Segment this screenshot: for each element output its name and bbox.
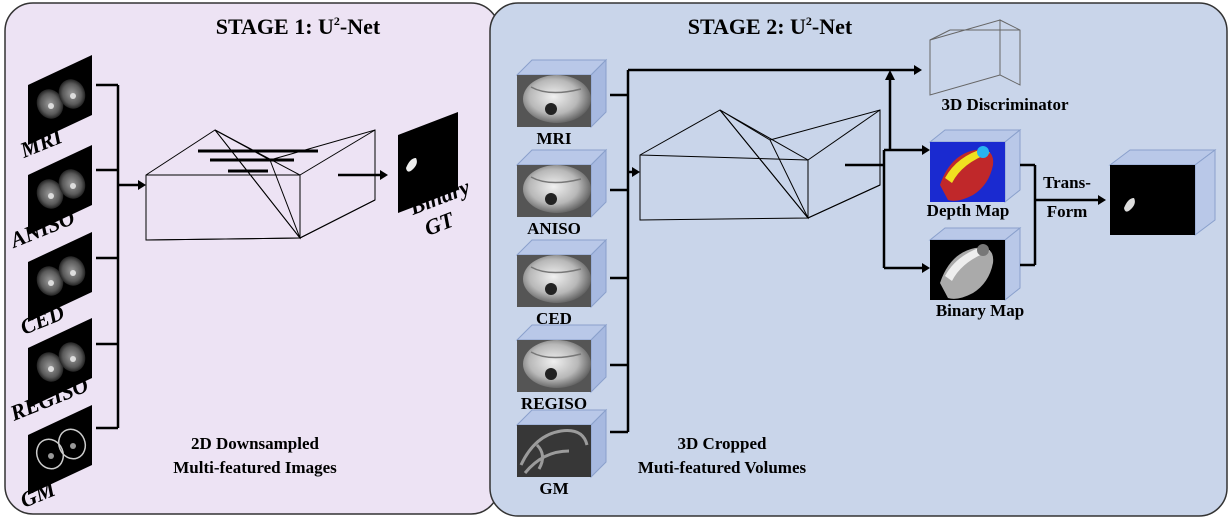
stage2-depth-map-cube xyxy=(928,128,1022,204)
stage2-transform-label-1: Trans- xyxy=(1043,173,1091,192)
stage2-input-label-aniso: ANISO xyxy=(527,219,581,238)
stage2-input-label-ced: CED xyxy=(536,309,572,328)
stage2-input-gm: GM xyxy=(515,408,608,498)
stage1-input-mri: MRI xyxy=(16,55,92,163)
stage2-binary-map-label: Binary Map xyxy=(936,301,1024,320)
stage2-binary-map-cube xyxy=(928,226,1022,302)
stage2-caption-line2: Muti-featured Volumes xyxy=(638,458,807,477)
stage2-input-ced: CED xyxy=(515,238,608,328)
stage1-input-ced: CED xyxy=(17,232,92,340)
stage2-transform-label-2: Form xyxy=(1047,202,1088,221)
stage1-caption-line2: Multi-featured Images xyxy=(173,458,337,477)
stage1-skip-connections xyxy=(198,149,318,173)
stage2-final-output-cube xyxy=(1108,149,1217,236)
stage2-input-label-gm: GM xyxy=(539,479,568,498)
stage1-title: STAGE 1: U2-Net xyxy=(216,14,381,39)
stage1-caption-line1: 2D Downsampled xyxy=(191,434,320,453)
stage2-input-stack: MRI ANISO CED REGISO GM xyxy=(515,58,608,498)
stage2-input-label-regiso: REGISO xyxy=(521,394,587,413)
stage2-input-regiso: REGISO xyxy=(515,323,608,413)
stage2-input-label-mri: MRI xyxy=(537,129,572,148)
stage2-unet-model xyxy=(639,109,881,221)
stage2-discriminator-box xyxy=(929,19,1021,96)
stage1-input-bracket xyxy=(96,83,138,430)
stage2-title: STAGE 2: U2-Net xyxy=(688,14,853,39)
stage1-binary-gt-image xyxy=(398,112,458,213)
stage2-discriminator-label: 3D Discriminator xyxy=(941,95,1068,114)
stage2-input-bracket xyxy=(610,68,914,434)
stage2-output-split xyxy=(845,78,922,270)
stage2-caption-line1: 3D Cropped xyxy=(678,434,767,453)
stage2-depth-map-label: Depth Map xyxy=(927,201,1010,220)
stage2-panel xyxy=(489,2,1228,517)
stage2-input-mri: MRI xyxy=(515,58,608,148)
stage1-input-aniso: ANISO xyxy=(5,145,92,253)
stage1-input-gm: GM xyxy=(17,405,92,513)
stage2-transform-merge xyxy=(1020,163,1098,267)
stage2-input-aniso: ANISO xyxy=(515,148,608,238)
